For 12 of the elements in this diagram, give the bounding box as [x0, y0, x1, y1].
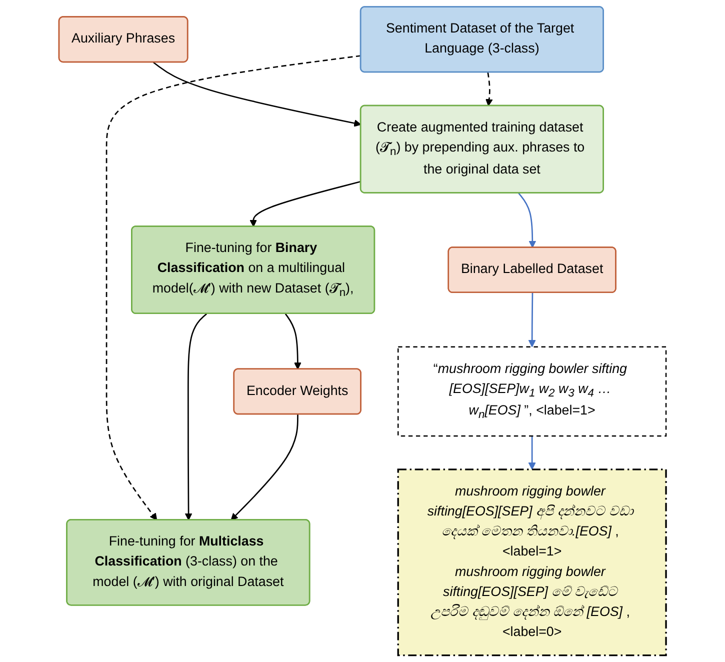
arrow	[106, 55, 362, 520]
arrow	[230, 414, 298, 520]
arrow	[528, 436, 536, 470]
node-box: “mushroom rigging bowler sifting [EOS][SEP]w$_{1}$ w$_{2}$ w$_{3}$ w$_{4}$ … w$_{n}$[EOS] ”, <label=1>	[397, 346, 667, 437]
arrow	[284, 313, 302, 370]
arrow	[528, 292, 536, 348]
node-box: mushroom rigging bowler sifting[EOS][SEP] අපි දන්නවට වඩා දෙයක් මෙතන තියනවා.[EOS] , <label=1> mushroom rigging bowler sifting[EOS][SEP] මේ වැඩේට උපරිම දඬුවම් දෙන්න ඕනේ [EOS] , <label=0>	[397, 468, 667, 656]
arrow	[250, 180, 362, 227]
arrow	[152, 62, 362, 127]
arrow	[518, 192, 536, 248]
arrow	[485, 72, 493, 106]
arrow	[184, 313, 208, 520]
